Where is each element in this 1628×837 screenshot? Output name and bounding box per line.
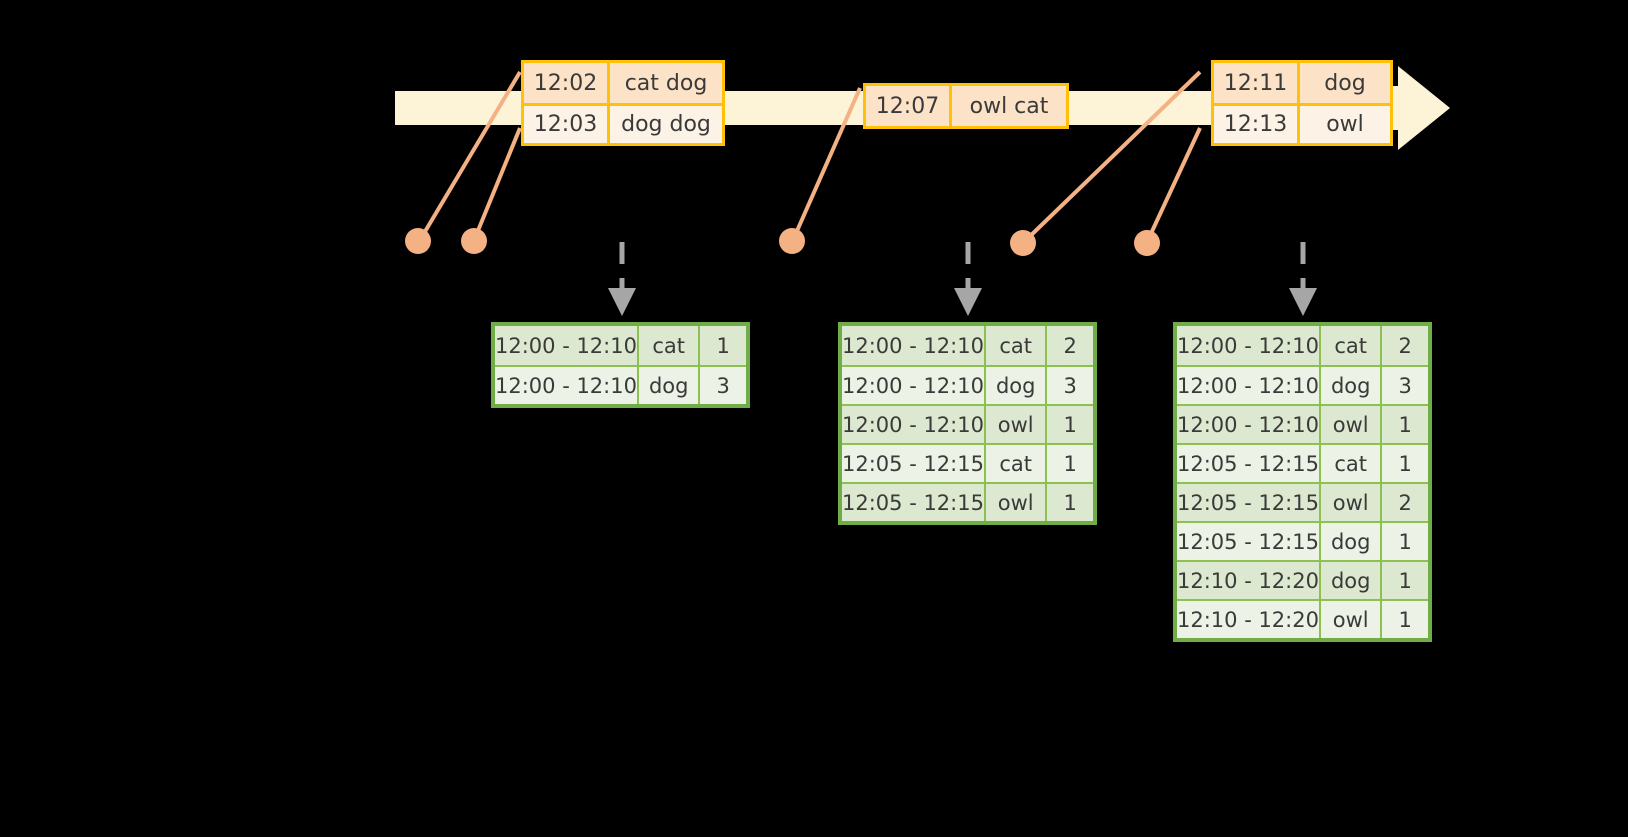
window-cell: 12:05 - 12:15	[842, 484, 986, 521]
event-words: owl	[1300, 106, 1390, 143]
window-cell: 12:00 - 12:10	[495, 326, 639, 365]
key-cell: cat	[638, 326, 701, 365]
timeline-event-group-1[interactable]: 12:02 cat dog 12:03 dog dog	[521, 60, 725, 146]
window-cell: 12:10 - 12:20	[1177, 601, 1321, 638]
table-row[interactable]: 12:00 - 12:10 cat 1	[495, 326, 746, 365]
key-cell: owl	[1320, 406, 1383, 443]
window-cell: 12:00 - 12:10	[842, 367, 986, 404]
key-cell: owl	[985, 406, 1048, 443]
count-cell: 1	[1382, 445, 1428, 482]
timeline-event-row[interactable]: 12:07 owl cat	[866, 86, 1066, 126]
timeline-event-group-2[interactable]: 12:07 owl cat	[863, 83, 1069, 129]
window-cell: 12:00 - 12:10	[842, 326, 986, 365]
right-arrow-icon	[1398, 66, 1450, 150]
window-cell: 12:05 - 12:15	[1177, 523, 1321, 560]
count-cell: 3	[1047, 367, 1093, 404]
count-cell: 1	[1382, 562, 1428, 599]
timeline-event-row[interactable]: 12:11 dog	[1214, 63, 1390, 103]
key-cell: cat	[1320, 326, 1383, 365]
key-cell: owl	[1320, 601, 1383, 638]
result-table-2[interactable]: 12:00 - 12:10 cat 2 12:00 - 12:10 dog 3 …	[838, 322, 1097, 525]
key-cell: cat	[985, 326, 1048, 365]
window-cell: 12:05 - 12:15	[1177, 484, 1321, 521]
window-cell: 12:00 - 12:10	[1177, 367, 1321, 404]
key-cell: cat	[1320, 445, 1383, 482]
table-row[interactable]: 12:05 - 12:15 owl 2	[1177, 482, 1428, 521]
key-cell: owl	[1320, 484, 1383, 521]
table-row[interactable]: 12:00 - 12:10 owl 1	[1177, 404, 1428, 443]
event-time: 12:03	[524, 106, 610, 143]
table-row[interactable]: 12:00 - 12:10 dog 3	[495, 365, 746, 404]
window-cell: 12:10 - 12:20	[1177, 562, 1321, 599]
result-table-3[interactable]: 12:00 - 12:10 cat 2 12:00 - 12:10 dog 3 …	[1173, 322, 1432, 642]
key-cell: dog	[1320, 367, 1383, 404]
key-cell: owl	[985, 484, 1048, 521]
count-cell: 1	[1047, 445, 1093, 482]
timeline-event-row[interactable]: 12:03 dog dog	[524, 103, 722, 143]
table-row[interactable]: 12:00 - 12:10 dog 3	[1177, 365, 1428, 404]
table-row[interactable]: 12:05 - 12:15 owl 1	[842, 482, 1093, 521]
count-cell: 3	[1382, 367, 1428, 404]
count-cell: 2	[1047, 326, 1093, 365]
table-row[interactable]: 12:05 - 12:15 dog 1	[1177, 521, 1428, 560]
window-cell: 12:00 - 12:10	[842, 406, 986, 443]
count-cell: 1	[1382, 523, 1428, 560]
timeline-event-row[interactable]: 12:13 owl	[1214, 103, 1390, 143]
count-cell: 1	[1382, 601, 1428, 638]
table-row[interactable]: 12:05 - 12:15 cat 1	[842, 443, 1093, 482]
table-row[interactable]: 12:00 - 12:10 cat 2	[1177, 326, 1428, 365]
event-time: 12:13	[1214, 106, 1300, 143]
table-row[interactable]: 12:00 - 12:10 cat 2	[842, 326, 1093, 365]
table-row[interactable]: 12:00 - 12:10 owl 1	[842, 404, 1093, 443]
table-row[interactable]: 12:10 - 12:20 owl 1	[1177, 599, 1428, 638]
event-words: cat dog	[610, 63, 722, 103]
count-cell: 3	[700, 367, 746, 404]
key-cell: dog	[1320, 523, 1383, 560]
window-cell: 12:00 - 12:10	[1177, 326, 1321, 365]
timeline-event-row[interactable]: 12:02 cat dog	[524, 63, 722, 103]
key-cell: cat	[985, 445, 1048, 482]
leader-dot	[1134, 230, 1160, 256]
count-cell: 1	[1047, 406, 1093, 443]
table-row[interactable]: 12:05 - 12:15 cat 1	[1177, 443, 1428, 482]
event-words: owl cat	[952, 86, 1066, 126]
window-cell: 12:05 - 12:15	[1177, 445, 1321, 482]
key-cell: dog	[985, 367, 1048, 404]
key-cell: dog	[1320, 562, 1383, 599]
count-cell: 1	[700, 326, 746, 365]
table-row[interactable]: 12:10 - 12:20 dog 1	[1177, 560, 1428, 599]
event-time: 12:02	[524, 63, 610, 103]
leader-dot	[779, 228, 805, 254]
leader-dot	[405, 228, 431, 254]
table-row[interactable]: 12:00 - 12:10 dog 3	[842, 365, 1093, 404]
window-cell: 12:00 - 12:10	[495, 367, 639, 404]
window-cell: 12:00 - 12:10	[1177, 406, 1321, 443]
event-words: dog	[1300, 63, 1390, 103]
window-cell: 12:05 - 12:15	[842, 445, 986, 482]
count-cell: 1	[1047, 484, 1093, 521]
count-cell: 2	[1382, 326, 1428, 365]
event-time: 12:07	[866, 86, 952, 126]
leader-dot	[1010, 230, 1036, 256]
event-words: dog dog	[610, 106, 722, 143]
timeline-event-group-3[interactable]: 12:11 dog 12:13 owl	[1211, 60, 1393, 146]
leader-dot	[461, 228, 487, 254]
key-cell: dog	[638, 367, 701, 404]
count-cell: 1	[1382, 406, 1428, 443]
result-table-1[interactable]: 12:00 - 12:10 cat 1 12:00 - 12:10 dog 3	[491, 322, 750, 408]
event-time: 12:11	[1214, 63, 1300, 103]
count-cell: 2	[1382, 484, 1428, 521]
